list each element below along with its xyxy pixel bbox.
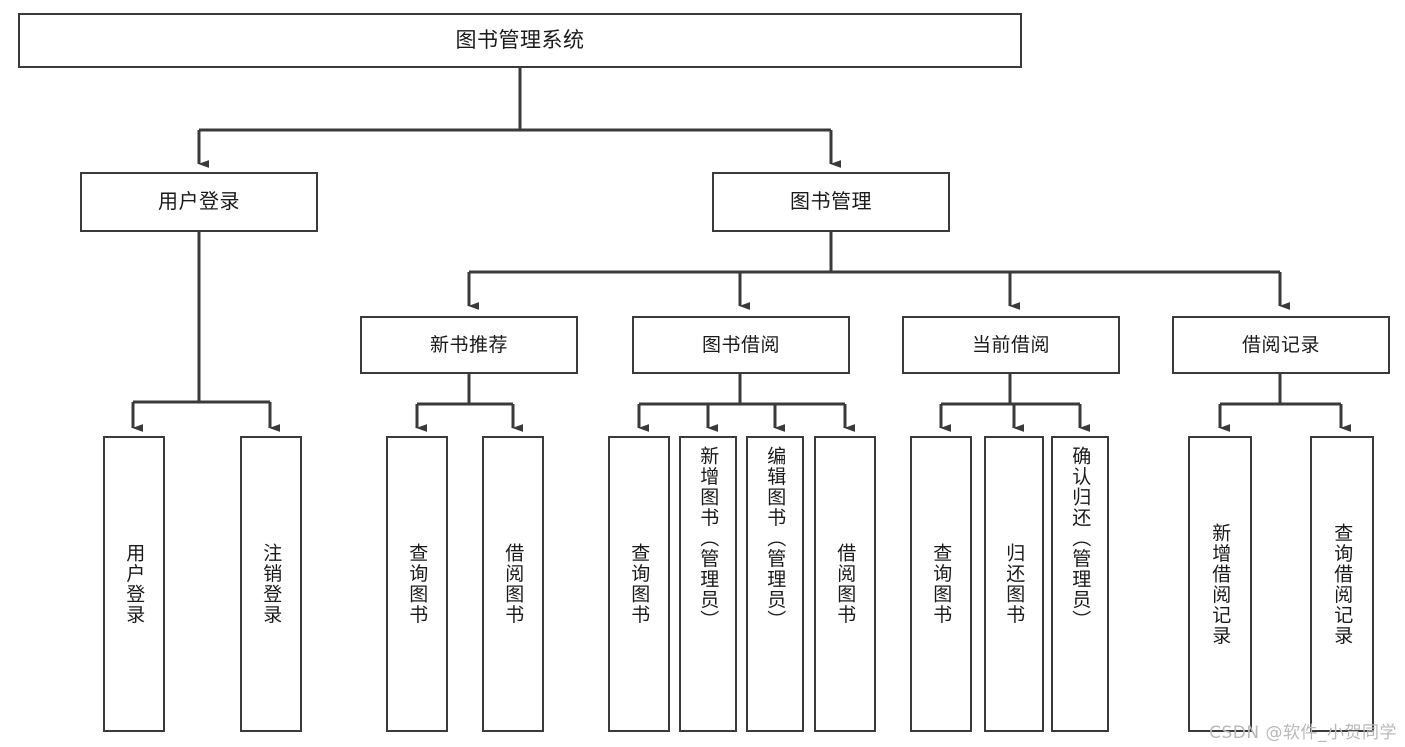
leaf-borrow-add-book-admin-label: 新增图书（管理员） (697, 446, 720, 631)
leaf-current-return-books[interactable]: 归还图书 (984, 436, 1044, 732)
leaf-current-return-books-label: 归还图书 (1003, 543, 1026, 625)
node-borrowing-record[interactable]: 借阅记录 (1172, 316, 1390, 374)
leaf-borrow-borrow-books[interactable]: 借阅图书 (814, 436, 876, 732)
leaf-new-book-borrow-books[interactable]: 借阅图书 (482, 436, 544, 732)
leaf-borrow-add-book-admin[interactable]: 新增图书（管理员） (679, 436, 737, 732)
node-book-borrowing-label: 图书借阅 (701, 333, 780, 356)
leaf-current-search-books-label: 查询图书 (930, 543, 953, 625)
leaf-current-search-books[interactable]: 查询图书 (910, 436, 972, 732)
leaf-record-search-record[interactable]: 查询借阅记录 (1310, 436, 1374, 732)
node-book-management-label: 图书管理 (790, 189, 872, 214)
leaf-borrow-edit-book-admin[interactable]: 编辑图书（管理员） (746, 436, 804, 732)
node-borrowing-record-label: 借阅记录 (1241, 333, 1320, 356)
leaf-borrow-search-books-label: 查询图书 (628, 543, 651, 625)
leaf-borrow-search-books[interactable]: 查询图书 (608, 436, 670, 732)
leaf-user-login[interactable]: 用户登录 (103, 436, 165, 732)
leaf-borrow-borrow-books-label: 借阅图书 (834, 543, 857, 625)
leaf-record-add-record-label: 新增借阅记录 (1209, 522, 1232, 646)
node-root-system[interactable]: 图书管理系统 (18, 13, 1022, 68)
leaf-current-confirm-return-admin-label: 确认归还（管理员） (1069, 446, 1092, 631)
leaf-logout[interactable]: 注销登录 (240, 436, 302, 732)
leaf-user-login-label: 用户登录 (123, 543, 146, 625)
leaf-new-book-search-books-label: 查询图书 (406, 543, 429, 625)
node-current-borrowing[interactable]: 当前借阅 (902, 316, 1120, 374)
leaf-new-book-borrow-books-label: 借阅图书 (502, 543, 525, 625)
leaf-current-confirm-return-admin[interactable]: 确认归还（管理员） (1051, 436, 1109, 732)
node-book-borrowing[interactable]: 图书借阅 (632, 316, 850, 374)
watermark-text: CSDN @软件_小贺同学 (1209, 723, 1397, 743)
node-user-login[interactable]: 用户登录 (80, 172, 318, 232)
leaf-new-book-search-books[interactable]: 查询图书 (386, 436, 448, 732)
node-root-system-label: 图书管理系统 (455, 28, 585, 53)
node-new-book-recommendation[interactable]: 新书推荐 (360, 316, 578, 374)
leaf-record-search-record-label: 查询借阅记录 (1331, 522, 1354, 646)
leaf-record-add-record[interactable]: 新增借阅记录 (1188, 436, 1252, 732)
leaf-borrow-edit-book-admin-label: 编辑图书（管理员） (764, 446, 787, 631)
node-new-book-recommendation-label: 新书推荐 (429, 333, 508, 356)
node-current-borrowing-label: 当前借阅 (971, 333, 1050, 356)
node-book-management[interactable]: 图书管理 (712, 172, 950, 232)
node-user-login-label: 用户登录 (158, 189, 240, 214)
leaf-logout-label: 注销登录 (260, 543, 283, 625)
